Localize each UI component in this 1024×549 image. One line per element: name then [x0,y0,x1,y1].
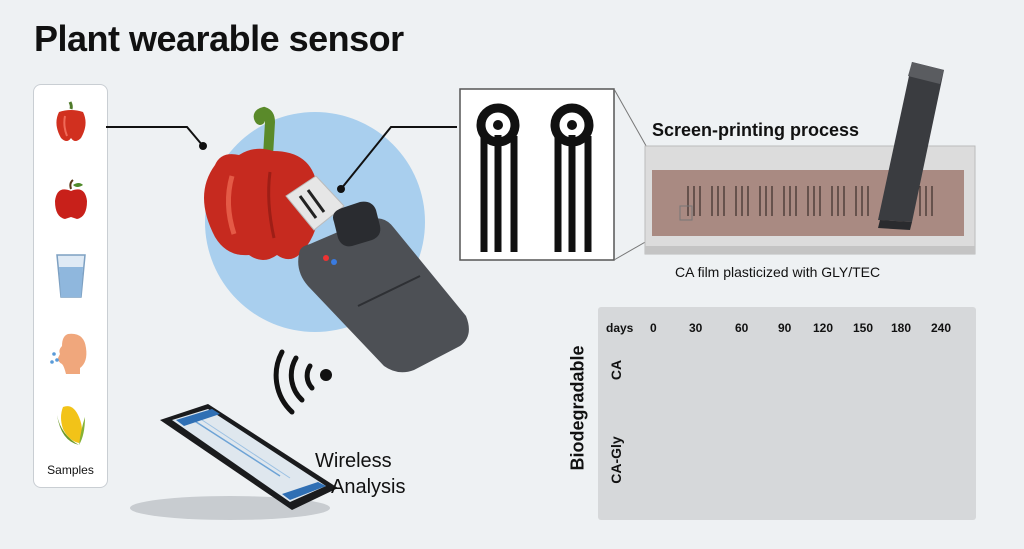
screen-printing-label: Screen-printing process [652,120,860,140]
wireless-analysis-label: Wireless Analysis [315,448,405,500]
wearable-device [298,201,469,373]
sensor-patch [285,175,345,231]
samples-panel: Samples [33,84,108,488]
row-label-ca-gly: CA-Gly [608,436,624,484]
film-caption: CA film plasticized with GLY/TEC [675,264,881,280]
page-title: Plant wearable sensor [34,18,404,59]
biodegradable-label: Biodegradable [567,345,588,471]
screen-printing-tray [644,145,976,255]
device-connector-line [340,126,457,190]
samples-connector-line [106,126,204,147]
smartphone [130,404,338,520]
biodegradable-panel [598,307,976,520]
apple-icon [48,177,94,223]
pepper-icon [48,99,94,145]
bell-pepper [204,106,320,260]
day-120: 120 [813,321,834,335]
samples-connector-dot [199,142,207,150]
electrode-right [550,103,594,252]
day-90: 90 [778,321,792,335]
device-connector-dot [337,185,345,193]
human-breath-icon [48,329,94,375]
day-60: 60 [735,321,749,335]
day-30: 30 [689,321,703,335]
row-label-ca: CA [608,359,624,381]
days-label: days [606,321,634,335]
squeegee [878,62,944,230]
electrode-left [476,103,520,252]
wireless-line2: Analysis [331,476,406,498]
samples-label: Samples [47,463,94,477]
day-150: 150 [853,321,874,335]
wireless-signal-icon [273,349,332,415]
day-180: 180 [891,321,912,335]
corn-icon [48,401,94,447]
day-240: 240 [931,321,952,335]
water-glass-icon [48,253,94,299]
wireless-line1: Wireless [315,450,392,472]
day-0: 0 [650,321,657,335]
